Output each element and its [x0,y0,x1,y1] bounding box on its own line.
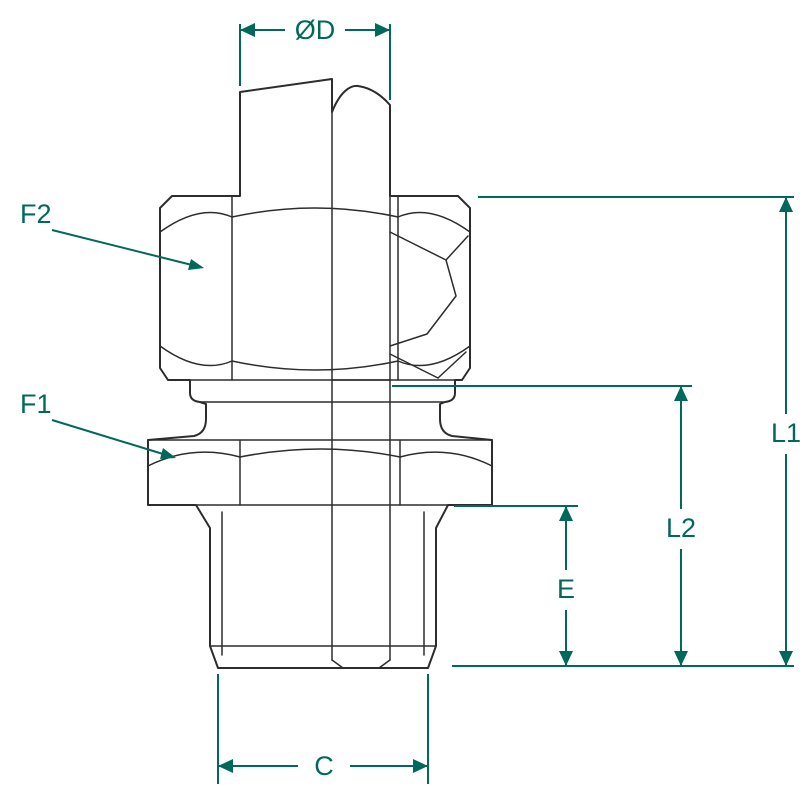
f2-leader-line [51,229,193,266]
label-c: C [314,751,334,781]
hex-nut-f1-lines [147,439,493,506]
c-arrow-left [218,759,233,773]
callout-f1: F1 [20,389,176,459]
fitting-body [147,78,493,669]
cross-section-band [331,85,391,381]
dimension-c: C [217,674,429,784]
label-e: E [557,574,575,604]
c-arrow-right [413,759,428,773]
e-arrow-bottom [559,651,573,666]
label-l2: L2 [666,513,696,543]
callout-f2: F2 [20,199,204,270]
l1-arrow-top [779,197,793,212]
ferrule-profile [389,231,457,347]
dimension-l2: L2 [392,385,696,666]
label-f1: F1 [20,389,52,419]
l2-arrow-top [674,386,688,401]
ferrule-lower-lines [389,351,467,379]
collar-groove-lines [147,401,493,441]
threaded-stud-lines [195,504,449,656]
label-diameter: ØD [295,15,336,45]
dimension-l1: L1 [478,196,800,666]
hex-f2-chamfer-arcs-bottom [159,345,471,371]
f1-leader-line [51,419,164,455]
bore-lines [331,379,391,669]
l2-arrow-bottom [674,651,688,666]
hex-f1-chamfer-arcs-top [147,448,493,467]
e-arrow-top [559,506,573,521]
ferrule-detail-lines [389,231,469,379]
diameter-arrow-left [240,23,255,37]
ferrule-corner-line [445,235,469,261]
l1-arrow-bottom [779,651,793,666]
dimension-diameter: ØD [239,15,391,100]
bore-bottom-chamfers [331,659,391,669]
hex-f2-chamfer-arcs-top [159,207,471,233]
label-f2: F2 [20,199,52,229]
dimension-e: E [454,505,578,666]
f1-leader-arrow [160,448,176,459]
f2-leader-arrow [188,259,204,270]
hex-nut-f2-lines [159,195,471,381]
label-l1: L1 [771,418,800,448]
fitting-body-outline [147,78,493,669]
diameter-arrow-right [375,23,390,37]
